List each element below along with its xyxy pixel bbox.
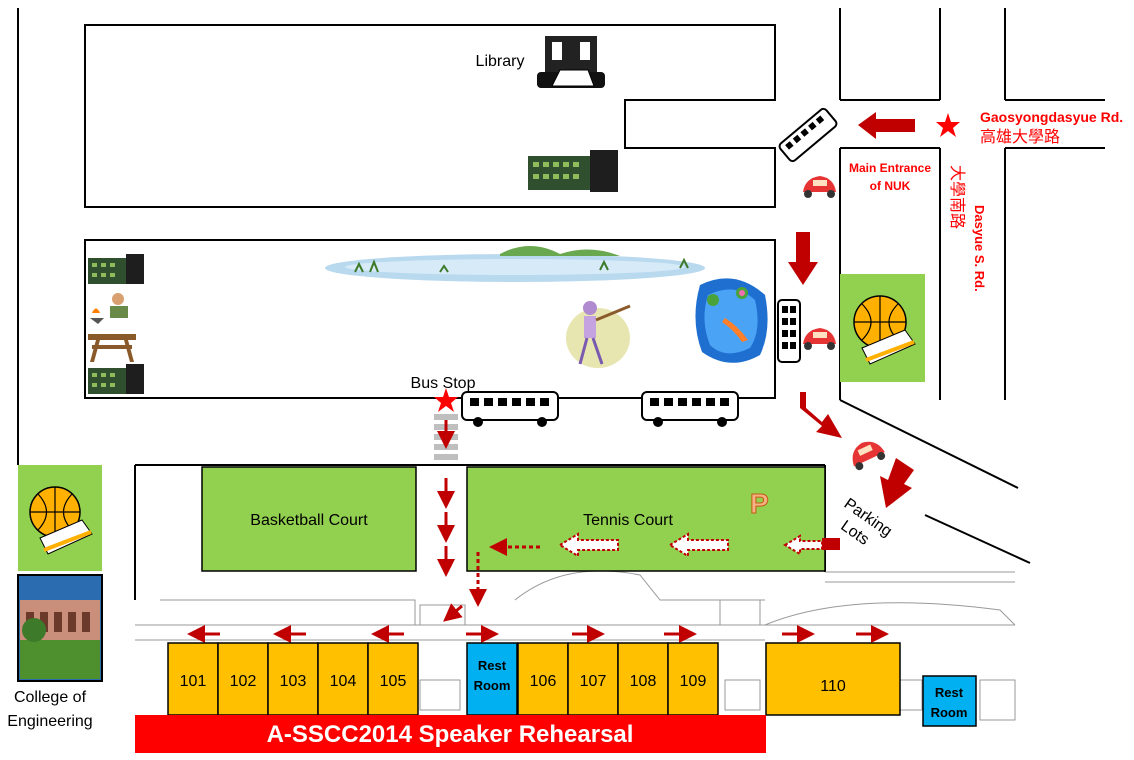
basketball-sneaker-icon — [18, 465, 102, 571]
bus-stop-label: Bus Stop — [411, 375, 476, 392]
building-icon — [88, 364, 144, 394]
car-icon — [852, 441, 886, 471]
room-number: 101 — [180, 673, 207, 690]
room-108[interactable]: 108 — [617, 642, 669, 716]
baseball-player-icon — [566, 301, 631, 368]
restroom-label-line1: Rest — [478, 658, 507, 673]
room-group-middle: 106 107 108 109 — [517, 642, 719, 716]
bus-icon — [777, 299, 801, 363]
arrow-icon — [558, 532, 823, 558]
basketball-court — [201, 466, 417, 572]
restroom-middle[interactable]: Rest Room — [466, 642, 518, 716]
room-107[interactable]: 107 — [567, 642, 619, 716]
bus-icon — [778, 107, 838, 163]
road-east-en-label: Gaosyongdasyue Rd. — [980, 109, 1123, 125]
building-icon — [528, 150, 618, 192]
arrow-icon — [880, 458, 914, 508]
room-109[interactable]: 109 — [667, 642, 719, 716]
room-number: 108 — [630, 673, 657, 690]
arrow-icon — [858, 112, 915, 139]
restroom-label-line2: Room — [931, 705, 968, 720]
picnic-table-icon — [88, 334, 136, 362]
koi-pond-icon — [695, 278, 768, 363]
room-number: 105 — [380, 673, 407, 690]
road-south-en-label: Dasyue S. Rd. — [972, 205, 987, 292]
arrow-icon — [788, 232, 818, 285]
room-number: 104 — [330, 673, 357, 690]
basketball-court-label: Basketball Court — [250, 512, 368, 529]
room-number: 102 — [230, 673, 257, 690]
room-104[interactable]: 104 — [317, 642, 369, 716]
building-icon — [88, 254, 144, 284]
title-banner: A-SSCC2014 Speaker Rehearsal — [135, 715, 766, 753]
car-icon — [803, 328, 836, 350]
basketball-sneaker-icon — [840, 274, 925, 382]
room-110[interactable]: 110 — [765, 642, 901, 716]
tennis-court — [466, 466, 826, 572]
bbq-icon — [90, 293, 128, 324]
parking-symbol: P — [750, 488, 769, 519]
college-label-line1: College of — [14, 689, 87, 706]
road-south-zh-label: 大學南路 — [948, 165, 966, 229]
arrow-icon — [800, 392, 842, 438]
star-marker-icon — [434, 388, 458, 412]
room-number: 109 — [680, 673, 707, 690]
room-105[interactable]: 105 — [367, 642, 419, 716]
main-entrance-label-line2: of NUK — [870, 179, 911, 193]
tennis-court-label: Tennis Court — [583, 512, 673, 529]
room-103[interactable]: 103 — [267, 642, 319, 716]
room-group-left: 101 102 103 104 105 — [167, 642, 419, 716]
restroom-label-line1: Rest — [935, 685, 964, 700]
college-label-line2: Engineering — [7, 713, 92, 730]
road-east-zh-label: 高雄大學路 — [980, 128, 1060, 146]
library-block — [84, 24, 776, 208]
pond-icon — [325, 246, 705, 282]
main-entrance-label-line1: Main Entrance — [849, 161, 931, 175]
room-102[interactable]: 102 — [217, 642, 269, 716]
bus-icon — [461, 391, 559, 427]
library-label: Library — [476, 53, 525, 70]
bus-icon — [641, 391, 739, 427]
room-number: 106 — [530, 673, 557, 690]
restroom-label-line2: Room — [474, 678, 511, 693]
room-106[interactable]: 106 — [517, 642, 569, 716]
room-101[interactable]: 101 — [167, 642, 219, 716]
room-number: 103 — [280, 673, 307, 690]
library-icon — [537, 36, 605, 88]
star-marker-icon — [936, 113, 960, 137]
room-number: 110 — [820, 678, 846, 695]
car-icon — [803, 176, 836, 198]
college-building-icon — [17, 574, 103, 682]
arrow-icon — [822, 538, 840, 550]
arrow-icon — [437, 478, 463, 622]
room-number: 107 — [580, 673, 607, 690]
arrow-icon — [469, 538, 540, 607]
restroom-right[interactable]: Rest Room — [922, 675, 977, 727]
banner-title: A-SSCC2014 Speaker Rehearsal — [267, 721, 634, 748]
